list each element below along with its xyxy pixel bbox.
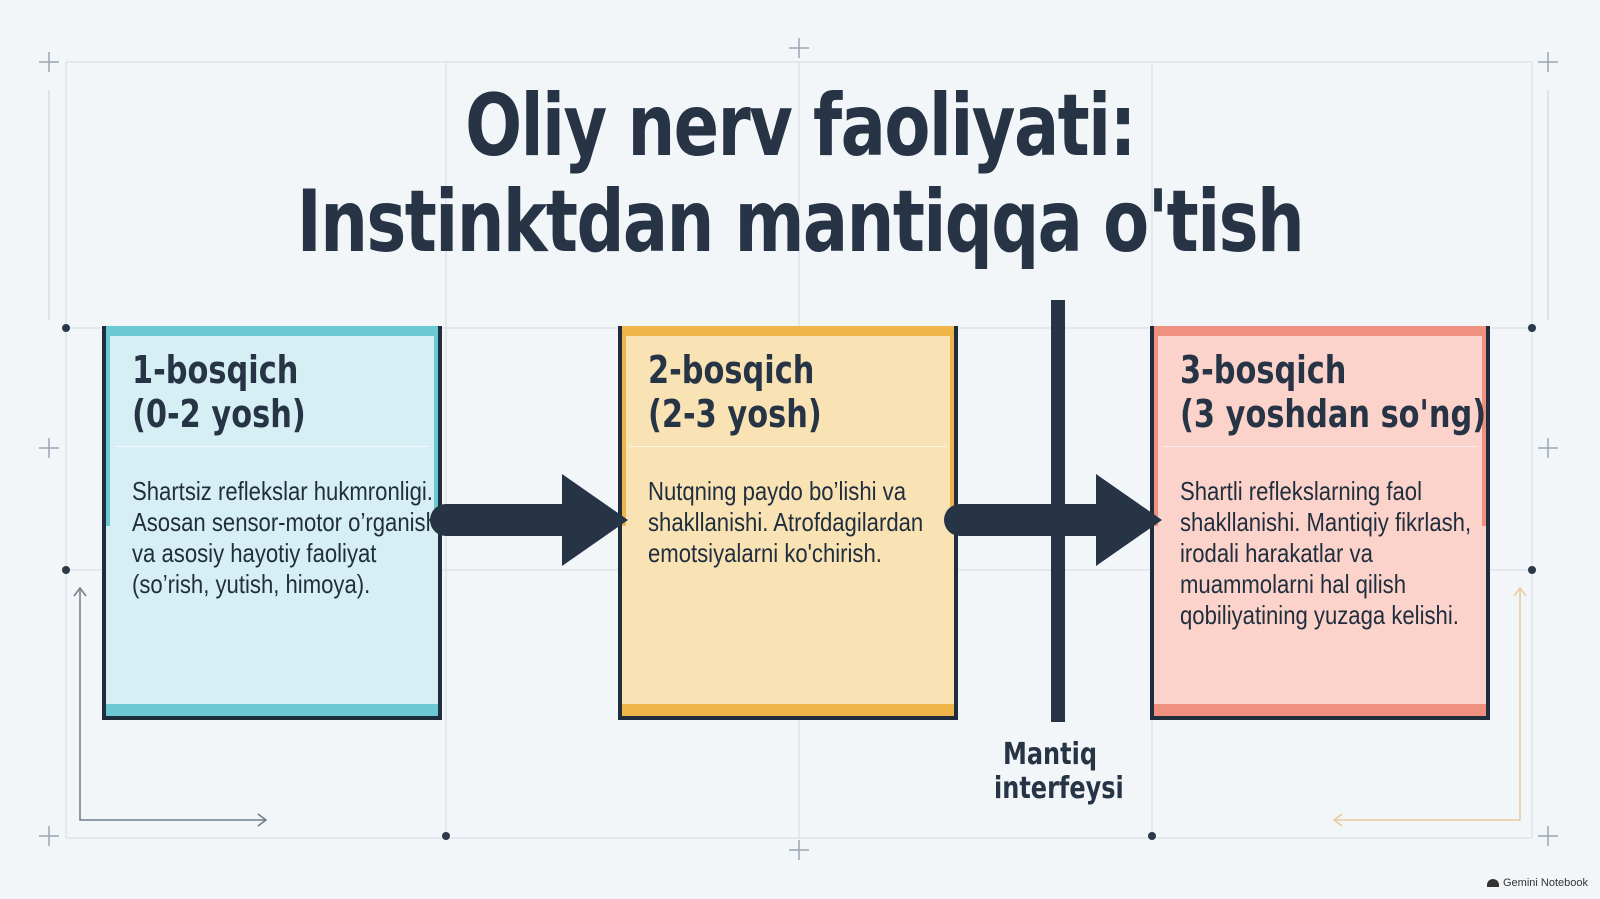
title-line-1: Oliy nerv faoliyati: bbox=[465, 76, 1136, 176]
card-accent-top bbox=[622, 326, 954, 336]
stage-card-3: 3-bosqich (3 yoshdan so'ng) Shartli refl… bbox=[1150, 326, 1490, 720]
logic-interface-label: Mantiq interfeysi bbox=[994, 737, 1124, 806]
stage-age: (0-2 yosh) bbox=[132, 392, 306, 436]
card-accent-right bbox=[1482, 326, 1486, 526]
card-accent-left bbox=[1154, 326, 1158, 526]
stage-age: (2-3 yosh) bbox=[648, 392, 822, 436]
card-accent-bottom bbox=[106, 704, 438, 716]
card-accent-top bbox=[106, 326, 438, 336]
stage-card-1: 1-bosqich (0-2 yosh) Shartsiz reflekslar… bbox=[102, 326, 442, 720]
card-accent-left bbox=[622, 326, 626, 526]
card-accent-right bbox=[950, 326, 954, 526]
brand-name: Gemini Notebook bbox=[1503, 877, 1588, 889]
stage-card-2: 2-bosqich (2-3 yosh) Nutqning paydo bo’l… bbox=[618, 326, 958, 720]
stage-number: 1-bosqich bbox=[132, 348, 299, 392]
title-line-2: Instinktdan mantiqqa o'tish bbox=[296, 172, 1305, 272]
card-accent-right bbox=[434, 326, 438, 526]
stage-description: Shartli reflekslarning faol shakllanishi… bbox=[1180, 476, 1472, 630]
card-divider bbox=[114, 446, 430, 447]
card-divider bbox=[1162, 446, 1478, 447]
stage-label: 3-bosqich (3 yoshdan so'ng) bbox=[1180, 348, 1486, 436]
stage-age: (3 yoshdan so'ng) bbox=[1180, 392, 1487, 436]
card-accent-top bbox=[1154, 326, 1486, 336]
right-arrow-icon bbox=[430, 474, 628, 566]
stage-description: Nutqning paydo bo’lishi va shakllanishi.… bbox=[648, 476, 924, 568]
card-accent-bottom bbox=[622, 704, 954, 716]
stage-description: Shartsiz reflekslar hukmronligi. Asosan … bbox=[132, 476, 438, 599]
interface-label-line-2: interfeysi bbox=[994, 771, 1124, 806]
interface-label-line-1: Mantiq bbox=[1002, 737, 1098, 772]
stage-number: 3-bosqich bbox=[1180, 348, 1347, 392]
notebook-logo-icon bbox=[1487, 879, 1499, 887]
right-arrow-icon bbox=[944, 474, 1162, 566]
stage-number: 2-bosqich bbox=[648, 348, 815, 392]
stage-label: 2-bosqich (2-3 yosh) bbox=[648, 348, 822, 436]
card-divider bbox=[630, 446, 946, 447]
brand-watermark: Gemini Notebook bbox=[1487, 877, 1588, 889]
card-accent-bottom bbox=[1154, 704, 1486, 716]
stage-label: 1-bosqich (0-2 yosh) bbox=[132, 348, 306, 436]
card-accent-left bbox=[106, 326, 110, 526]
